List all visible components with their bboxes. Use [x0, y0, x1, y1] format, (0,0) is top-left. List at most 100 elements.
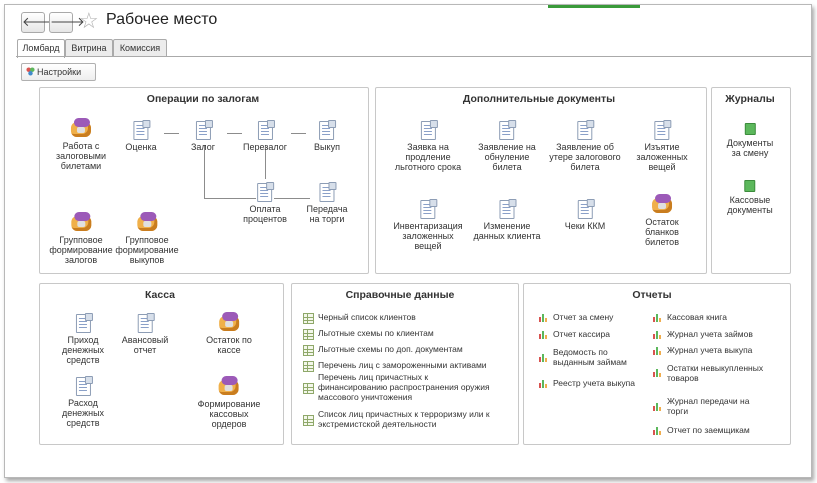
report-chart-icon	[539, 330, 549, 339]
document-icon	[420, 120, 438, 140]
active-indicator	[548, 5, 640, 8]
reference-list: Черный список клиентов Льготные схемы по…	[303, 312, 513, 442]
connector	[204, 198, 256, 199]
report-item[interactable]: Остатки невыкупленных товаров	[667, 363, 764, 383]
report-chart-icon	[653, 426, 663, 435]
pledge-button[interactable]: Залог	[191, 120, 215, 152]
document-icon	[75, 313, 93, 333]
report-chart-icon	[539, 379, 549, 388]
cash-income-button[interactable]: Приход денежных средств	[62, 313, 104, 365]
panel-journals-title: Журналы	[719, 93, 781, 105]
cash-docs-button[interactable]: Кассовые документы	[727, 180, 773, 215]
document-icon	[577, 120, 595, 140]
panel-journals	[711, 87, 791, 274]
panel-reference-title: Справочные данные	[339, 289, 461, 301]
settings-label: Настройки	[37, 67, 82, 77]
tab-divider	[16, 56, 811, 57]
report-chart-icon	[653, 313, 663, 322]
auction-button[interactable]: Передача на торги	[306, 182, 348, 224]
document-icon	[499, 120, 517, 140]
reference-item[interactable]: Льготные схемы по клиентам	[318, 328, 434, 338]
connector	[291, 133, 306, 134]
report-item[interactable]: Отчет за смену	[553, 312, 614, 322]
journal-icon	[744, 123, 756, 135]
buyout-button[interactable]: Выкуп	[314, 120, 340, 152]
client-change-button[interactable]: Изменение данных клиента	[474, 199, 541, 241]
panel-cash	[39, 283, 284, 445]
journal-icon	[744, 180, 756, 192]
inventory-button[interactable]: Инвентаризация заложенных вещей	[393, 199, 463, 251]
table-icon	[303, 329, 314, 340]
document-icon	[133, 120, 151, 140]
report-item[interactable]: Ведомость по выданным займам	[553, 347, 627, 367]
report-chart-icon	[539, 313, 549, 322]
interest-button[interactable]: Оплата процентов	[243, 182, 287, 224]
workspace-window: 🡐 🡒 ☆ Рабочее место Ломбард Витрина Коми…	[4, 4, 812, 478]
work-tickets-button[interactable]: Работа с залоговыми билетами	[56, 117, 106, 171]
report-chart-icon	[653, 402, 663, 411]
report-item[interactable]: Кассовая книга	[667, 312, 727, 322]
table-icon	[303, 313, 314, 324]
panel-extra-docs-title: Дополнительные документы	[456, 93, 622, 105]
page-title: Рабочее место	[106, 11, 218, 28]
reports-list: Отчет за смену Отчет кассира Ведомость п…	[539, 312, 785, 442]
report-item[interactable]: Отчет кассира	[553, 329, 610, 339]
arrow-right-icon: 🡒	[50, 14, 85, 29]
document-icon	[654, 120, 672, 140]
tab-lombard[interactable]: Ломбард	[17, 39, 65, 58]
report-item[interactable]: Журнал учета займов	[667, 329, 753, 339]
forward-button[interactable]: 🡒	[49, 12, 85, 33]
back-button[interactable]: 🡐	[21, 12, 57, 33]
kkm-checks-button[interactable]: Чеки ККМ	[565, 199, 605, 231]
cash-orders-button[interactable]: Формирование кассовых ордеров	[198, 375, 260, 429]
group-pledges-button[interactable]: Групповое формирование залогов	[49, 211, 113, 265]
package-icon	[217, 311, 241, 333]
report-item[interactable]: Журнал учета выкупа	[667, 345, 753, 355]
settings-icon	[26, 67, 35, 76]
blanks-balance-button[interactable]: Остаток бланков билетов	[645, 193, 679, 247]
reference-item[interactable]: Список лиц причастных к терроризму или к…	[318, 409, 490, 429]
report-item[interactable]: Журнал передачи на торги	[667, 396, 750, 416]
document-icon	[75, 376, 93, 396]
package-icon	[217, 375, 241, 397]
seizure-button[interactable]: Изъятие заложенных вещей	[636, 120, 688, 172]
tab-showcase[interactable]: Витрина	[65, 39, 113, 57]
panel-pledges-title: Операции по залогам	[140, 93, 266, 105]
arrow-left-icon: 🡐	[22, 14, 57, 29]
ticket-reset-button[interactable]: Заявление на обнуление билета	[478, 120, 536, 172]
table-icon	[303, 361, 314, 372]
extension-request-button[interactable]: Заявка на продление льготного срока	[395, 120, 461, 172]
cash-balance-button[interactable]: Остаток по кассе	[206, 311, 252, 355]
report-item[interactable]: Отчет по заемщикам	[667, 425, 750, 435]
package-icon	[69, 211, 93, 233]
reference-item[interactable]: Перечень лиц с замороженными активами	[318, 360, 487, 370]
panel-cash-title: Касса	[138, 289, 182, 301]
repledge-button[interactable]: Перезалог	[243, 120, 287, 152]
table-icon	[303, 383, 314, 394]
star-icon[interactable]: ☆	[79, 8, 99, 33]
group-buyouts-button[interactable]: Групповое формирование выкупов	[115, 211, 179, 265]
panel-reports-title: Отчеты	[626, 289, 678, 301]
connector	[274, 198, 310, 199]
document-icon	[499, 199, 517, 219]
report-chart-icon	[653, 368, 663, 377]
panel-reports	[523, 283, 791, 445]
connector	[164, 133, 179, 134]
document-icon	[257, 120, 275, 140]
reference-item[interactable]: Перечень лиц причастных к финансированию…	[318, 372, 490, 402]
reference-item[interactable]: Черный список клиентов	[318, 312, 416, 322]
report-item[interactable]: Реестр учета выкупа	[553, 378, 636, 388]
document-icon	[195, 120, 213, 140]
document-icon	[257, 182, 275, 202]
advance-report-button[interactable]: Авансовый отчет	[122, 313, 168, 355]
settings-button[interactable]: Настройки	[21, 63, 96, 81]
tab-commission[interactable]: Комиссия	[113, 39, 167, 57]
document-icon	[137, 313, 155, 333]
assessment-button[interactable]: Оценка	[125, 120, 157, 152]
table-icon	[303, 415, 314, 426]
package-icon	[135, 211, 159, 233]
shift-docs-button[interactable]: Документы за смену	[727, 123, 773, 158]
ticket-loss-button[interactable]: Заявление об утере залогового билета	[549, 120, 621, 172]
reference-item[interactable]: Льготные схемы по доп. документам	[318, 344, 463, 354]
cash-expense-button[interactable]: Расход денежных средств	[62, 376, 104, 428]
